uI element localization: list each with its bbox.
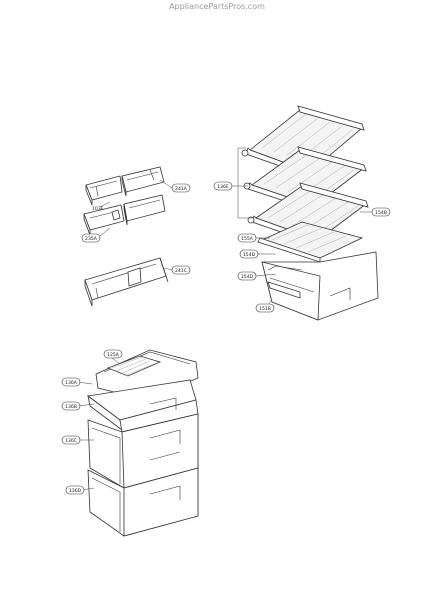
watermark: AppliancePartsPros.com — [169, 2, 265, 11]
callout-241A: 241A — [171, 183, 191, 193]
callout-136E: 136E — [213, 181, 233, 191]
callout-235A: 235A — [81, 233, 101, 243]
part-label-103F: 103F — [92, 206, 104, 212]
part-label-154D-lower: 154D — [241, 274, 254, 280]
callout-136B: 136B — [61, 401, 81, 411]
freezer-drawer-middle — [87, 413, 199, 489]
leader-lines — [77, 179, 372, 491]
callout-154D-lower: 154D — [237, 271, 257, 281]
door-bin-large — [84, 257, 169, 307]
part-label-125A: 125A — [107, 352, 120, 358]
part-label-136D: 136D — [69, 488, 82, 494]
freezer-drawer-top — [87, 379, 199, 433]
door-bin-pair-upper — [85, 166, 165, 206]
callout-154D-upper: 154D — [239, 249, 259, 259]
callout-241C: 241C — [171, 265, 191, 275]
freezer-drawer-lower — [87, 467, 199, 537]
part-label-235A: 235A — [85, 236, 98, 242]
crisper-cover — [257, 221, 364, 263]
door-bin-pair-middle — [83, 194, 166, 236]
part-label-136C: 136C — [65, 438, 77, 444]
part-label-154B: 154B — [375, 210, 387, 216]
shelf-bracket-line — [237, 147, 252, 219]
callout-125A: 125A — [103, 349, 123, 359]
part-label-136A: 136A — [65, 380, 78, 386]
part-label-136B: 136B — [65, 404, 77, 410]
callout-154B: 154B — [371, 207, 391, 217]
part-label-151B: 151B — [259, 306, 271, 312]
part-label-136E: 136E — [217, 184, 229, 190]
glass-shelf-middle — [243, 146, 367, 211]
part-label-155A: 155A — [241, 236, 254, 242]
glass-shelf-top — [241, 105, 365, 177]
crisper-drawer — [261, 251, 379, 321]
callout-151B: 151B — [255, 303, 275, 313]
part-label-154D-upper: 154D — [243, 252, 256, 258]
callout-155A: 155A — [237, 233, 257, 243]
callout-136D: 136D — [65, 485, 85, 495]
callout-103F: 103F — [92, 206, 104, 212]
callout-136C: 136C — [61, 435, 81, 445]
callout-136A: 136A — [61, 377, 81, 387]
part-label-241A: 241A — [175, 186, 188, 192]
part-label-241C: 241C — [175, 268, 187, 274]
